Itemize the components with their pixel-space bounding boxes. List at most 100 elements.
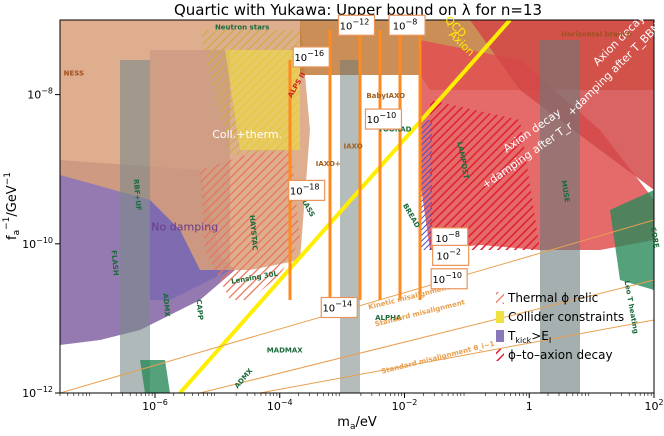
lambda-box-exp: −16 [307, 49, 324, 58]
legend-swatch [496, 311, 504, 323]
lambda-box-frame [388, 14, 426, 36]
yellow-collider-region [225, 50, 300, 150]
lambda-bound-lines [288, 30, 422, 300]
legend-label: Tkick>EI [507, 329, 551, 345]
chart-annotation: CORE [649, 226, 661, 249]
lambda-box-label: 10−8 [393, 17, 418, 32]
x-tick-label: 10−2 [392, 398, 418, 413]
lambda-bound-box: 10−8 [388, 14, 426, 36]
y-tick-label: 10−8 [27, 87, 53, 102]
lambda-box-label: 10−18 [290, 182, 320, 197]
lambda-box-exp: −10 [379, 111, 396, 120]
y-tick-label: 10−10 [22, 236, 53, 251]
x-tick-label: 1 [526, 400, 533, 413]
lambda-box-label: 10−10 [432, 271, 462, 286]
lambda-box-label: 10−12 [340, 17, 370, 32]
chart-title: Quartic with Yukawa: Upper bound on λ fo… [174, 1, 542, 19]
lambda-box-base: 10 [294, 53, 307, 64]
x-axis-label: ma/eV [337, 415, 377, 432]
chart-annotation: Horizontal branch [561, 31, 632, 39]
tick-exp: −10 [36, 236, 53, 245]
y-axis-label-sub: a [12, 230, 22, 236]
lambda-bound-box: 10−2 [432, 244, 470, 266]
lambda-box-frame [430, 268, 468, 290]
lambda-box-frame [364, 108, 403, 130]
lambda-box-frame [288, 179, 326, 201]
lambda-box-label: 10−2 [436, 247, 461, 262]
lambda-bound-box: 10−12 [337, 14, 376, 36]
x-tick-label: 10−4 [267, 398, 293, 413]
lambda-box-exp: −8 [406, 17, 418, 26]
legend-label-base: T [507, 329, 516, 343]
legend-swatch [496, 330, 504, 342]
y-axis-label-sup: −1 [2, 217, 12, 230]
lambda-box-label: 10−10 [367, 111, 397, 126]
legend-entry: ϕ–to–axion decay [496, 348, 613, 362]
tick-exp: −4 [281, 398, 293, 407]
green-band-bottom [140, 360, 170, 393]
theta-misalignment-line [259, 319, 654, 393]
chart-annotation: NESS [64, 70, 84, 78]
qcd-axion-line [178, 20, 512, 393]
lambda-box-exp: −14 [335, 299, 352, 308]
tick-base: 10 [142, 400, 156, 413]
tick-base: 10 [644, 400, 658, 413]
tick-exp: −6 [156, 398, 168, 407]
legend-entry: Collider constraints [496, 310, 624, 324]
lambda-box-frame [432, 244, 470, 266]
lambda-box-exp: −18 [303, 182, 320, 191]
y-tick-label: 10−12 [22, 385, 53, 400]
chart-annotation: IAXO [344, 142, 363, 150]
lambda-box-base: 10 [435, 234, 448, 245]
chart-annotation: FLASH [110, 250, 120, 276]
lambda-bound-box: 10−10 [364, 108, 403, 130]
standard-misalignment-line [199, 279, 654, 393]
lambda-box-frame [320, 296, 358, 319]
legend-swatch [496, 292, 504, 304]
tick-base: 10 [392, 400, 406, 413]
gray-band-mid [340, 60, 360, 393]
tick-base: 10 [267, 400, 281, 413]
lambda-box-base: 10 [432, 275, 445, 286]
chart-annotation: HAYSTAC [248, 215, 259, 251]
y-axis-label-unit-sup: −1 [3, 172, 13, 185]
lambda-box-frame [337, 14, 376, 36]
lambda-box-label: 10−16 [294, 49, 324, 64]
chart-annotation: RBF+UF [132, 179, 143, 212]
blue-hatch-strip [420, 120, 432, 250]
lambda-bound-box: 10−18 [288, 179, 326, 201]
legend-label: ϕ–to–axion decay [508, 348, 613, 362]
gray-band-left [120, 60, 150, 393]
legend-entry: Tkick>EI [496, 329, 551, 345]
tick-exp: 2 [658, 398, 663, 407]
lambda-box-base: 10 [393, 21, 406, 32]
lambda-box-exp: −12 [352, 17, 369, 26]
chart-annotation: MUSE [559, 180, 571, 204]
lambda-box-base: 10 [290, 186, 303, 197]
tick-base: 10 [22, 238, 36, 251]
lambda-box-base: 10 [322, 303, 335, 314]
lambda-box-base: 10 [340, 21, 353, 32]
chart-annotation: IAXO+ [316, 160, 341, 168]
chart-annotation: Neutron stars [215, 23, 269, 31]
legend-label-sub: kick [515, 336, 531, 345]
tick-exp: −12 [36, 385, 53, 394]
legend-swatch [496, 349, 504, 361]
chart-annotation: ALPHA [375, 314, 402, 322]
lambda-box-frame [292, 46, 330, 68]
x-tick-label: 102 [644, 398, 663, 413]
legend-label: Collider constraints [508, 310, 624, 324]
lambda-box-label: 10−8 [435, 230, 460, 245]
plot-area [60, 20, 654, 393]
legend-label-sub2: I [549, 336, 551, 345]
lambda-bound-box: 10−14 [320, 296, 358, 319]
tick-exp: −8 [41, 87, 53, 96]
chart-annotation: BabyIAXO [366, 92, 405, 100]
green-band-right [610, 190, 654, 290]
axion-decay-hatch [430, 100, 540, 250]
x-axis-label-unit: /eV [355, 415, 376, 430]
chart-annotation: No damping [151, 221, 218, 234]
